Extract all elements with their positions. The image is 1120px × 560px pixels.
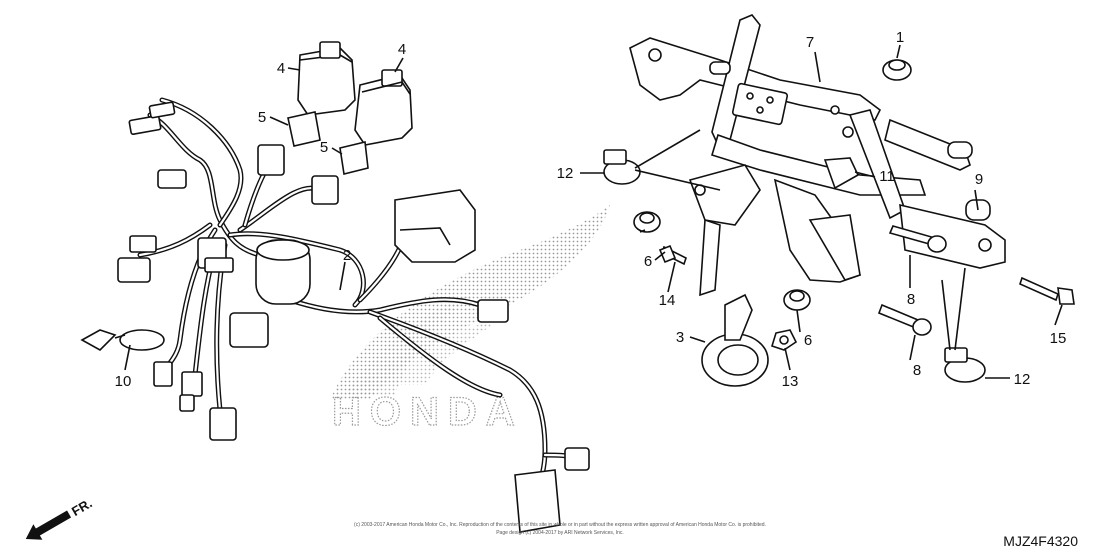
callout-14: 14 xyxy=(659,292,676,309)
honda-watermark-text: HONDA xyxy=(332,390,524,434)
front-direction-arrow: FR. xyxy=(25,495,95,540)
horn xyxy=(701,293,769,387)
callout-12-lower: 12 xyxy=(1014,371,1031,388)
callout-15: 15 xyxy=(1050,330,1067,347)
callout-7: 7 xyxy=(806,34,814,51)
callout-3: 3 xyxy=(676,329,684,346)
callout-5-right: 5 xyxy=(320,139,328,156)
callout-11: 11 xyxy=(879,168,895,185)
band-clip xyxy=(80,329,165,351)
callout-12-upper: 12 xyxy=(557,165,574,182)
callout-8-upper: 8 xyxy=(907,291,915,308)
headlight-bracket xyxy=(629,14,1006,297)
fasteners xyxy=(658,225,1075,351)
diagram-code: MJZ4F4320 xyxy=(1003,533,1078,549)
relay-group xyxy=(287,41,413,175)
wire-harness xyxy=(117,97,590,533)
callout-2: 2 xyxy=(343,247,351,264)
callout-6-left: 6 xyxy=(644,253,652,270)
callout-5-left: 5 xyxy=(258,109,266,126)
callout-4-right: 4 xyxy=(398,41,406,58)
callout-13: 13 xyxy=(782,373,799,390)
bands-12 xyxy=(603,149,986,383)
grommets xyxy=(633,59,912,311)
arrow-left-icon xyxy=(25,510,72,540)
callout-1: 1 xyxy=(896,29,904,46)
callout-10: 10 xyxy=(115,373,132,390)
callout-9: 9 xyxy=(975,171,983,188)
callout-8-lower: 8 xyxy=(913,362,921,379)
copyright-line-1: (c) 2003-2017 American Honda Motor Co., … xyxy=(354,522,766,528)
copyright-line-2: Page design (c) 2004-2017 by ARI Network… xyxy=(496,530,624,536)
direction-label: FR. xyxy=(69,495,95,518)
callout-6-right: 6 xyxy=(804,332,812,349)
leader-lines xyxy=(124,44,1063,379)
clip-11 xyxy=(823,157,860,190)
callout-4-left: 4 xyxy=(277,60,285,77)
callouts: 1 2 3 4 4 5 5 6 6 7 8 8 9 10 11 12 12 13… xyxy=(115,29,1067,390)
